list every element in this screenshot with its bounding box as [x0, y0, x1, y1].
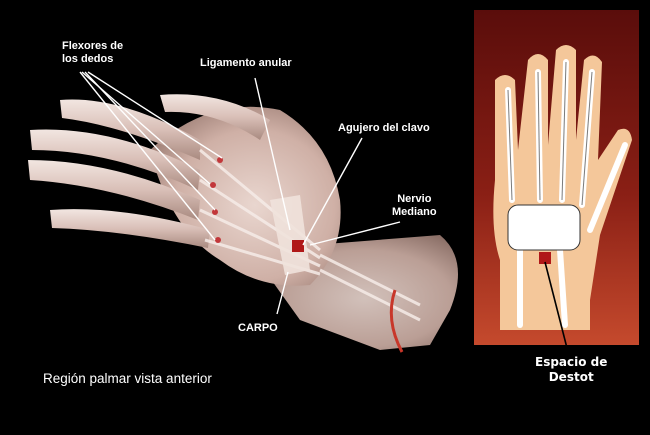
destot-pointer — [544, 261, 569, 353]
label-nervio: Nervio Mediano — [392, 193, 437, 219]
nail-hole-marker — [292, 240, 304, 252]
label-carpo: CARPO — [238, 322, 278, 335]
label-ligamento-text: Ligamento anular — [200, 57, 292, 69]
label-espacio-destot: Espacio de Destot — [535, 355, 607, 385]
label-ligamento: Ligamento anular — [200, 57, 292, 70]
label-nervio-text: Nervio Mediano — [392, 193, 437, 218]
label-pointers — [79, 71, 401, 315]
label-espacio-text: Espacio de Destot — [535, 355, 608, 384]
label-flexores: Flexores de los dedos — [62, 40, 123, 66]
figure-caption: Región palmar vista anterior — [43, 371, 212, 386]
label-carpo-text: CARPO — [238, 322, 278, 334]
label-agujero: Agujero del clavo — [338, 122, 430, 135]
label-flexores-text: Flexores de los dedos — [62, 40, 124, 65]
label-agujero-text: Agujero del clavo — [338, 122, 430, 134]
destot-space-marker — [539, 252, 551, 264]
